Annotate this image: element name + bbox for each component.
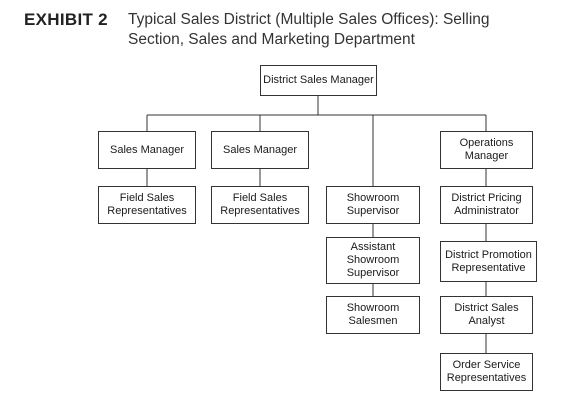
- district-sales-manager-box: District Sales Manager: [260, 65, 377, 96]
- exhibit-title: Typical Sales District (Multiple Sales O…: [128, 11, 490, 48]
- field-sales-representatives-box-1: Field Sales Representatives: [98, 186, 196, 224]
- district-pricing-administrator-box: District Pricing Administrator: [440, 186, 533, 224]
- exhibit-label: EXHIBIT 2: [24, 10, 108, 29]
- district-promotion-representative-box: District Promotion Representative: [440, 241, 537, 282]
- showroom-salesmen-box: Showroom Salesmen: [326, 296, 420, 334]
- operations-manager-box: Operations Manager: [440, 131, 533, 169]
- showroom-supervisor-box: Showroom Supervisor: [326, 186, 420, 224]
- assistant-showroom-supervisor-box: Assistant Showroom Supervisor: [326, 237, 420, 284]
- sales-manager-box-1: Sales Manager: [98, 131, 196, 169]
- district-sales-analyst-box: District Sales Analyst: [440, 296, 533, 334]
- order-service-representatives-box: Order Service Representatives: [440, 353, 533, 391]
- sales-manager-box-2: Sales Manager: [211, 131, 309, 169]
- field-sales-representatives-box-2: Field Sales Representatives: [211, 186, 309, 224]
